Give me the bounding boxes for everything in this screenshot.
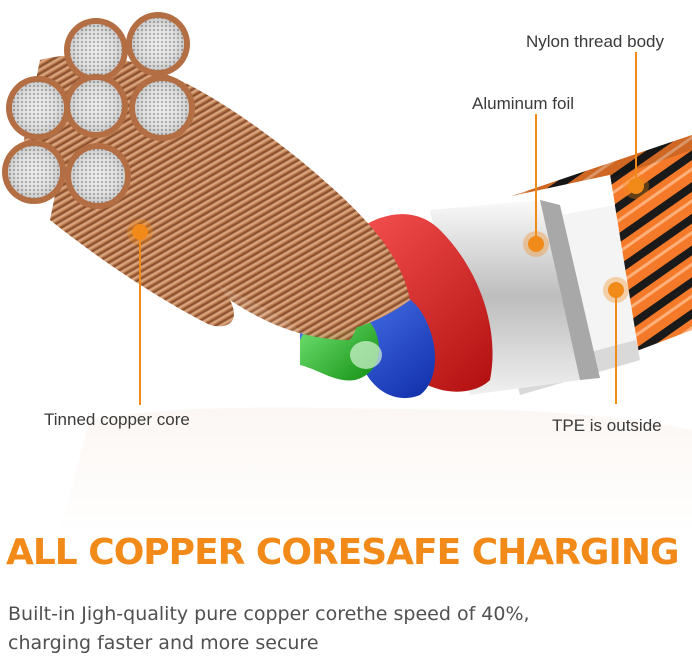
description: Built-in Jigh-quality pure copper coreth… <box>8 600 688 658</box>
copper-strand-ends <box>2 12 195 209</box>
label-aluminum-foil: Aluminum foil <box>472 94 575 113</box>
label-tinned-copper-core: Tinned copper core <box>44 410 190 429</box>
reflection <box>0 400 692 540</box>
label-tpe-outside: TPE is outside <box>552 416 662 435</box>
callout-lines <box>139 52 637 405</box>
description-line-1: Built-in Jigh-quality pure copper coreth… <box>8 603 530 625</box>
label-nylon-thread-body: Nylon thread body <box>526 32 664 51</box>
callout-dots <box>127 173 649 303</box>
headline: ALL COPPER CORESAFE CHARGING <box>6 532 680 573</box>
description-line-2: charging faster and more secure <box>8 632 319 654</box>
